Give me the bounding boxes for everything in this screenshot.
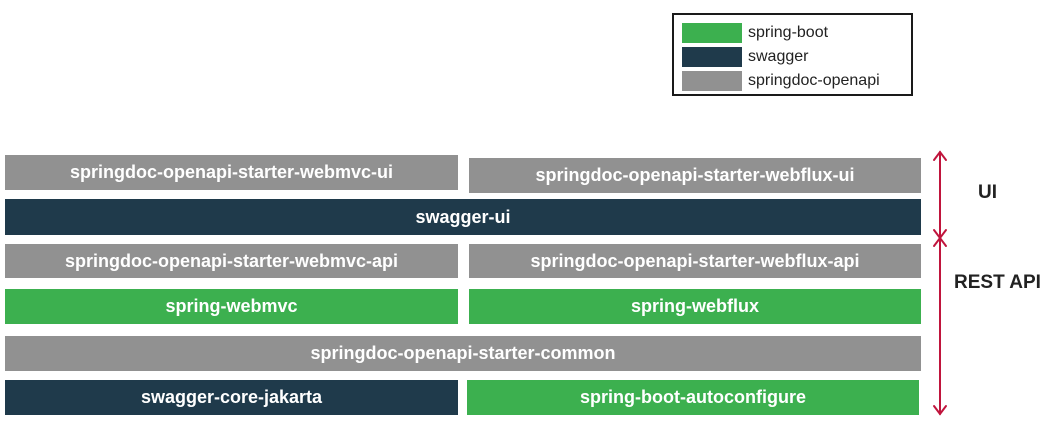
block-webflux-ui: springdoc-openapi-starter-webflux-ui	[469, 158, 921, 193]
block-spring-webflux: spring-webflux	[469, 289, 921, 324]
legend-item-spring-boot: spring-boot	[682, 23, 828, 43]
legend-swatch-swagger	[682, 47, 742, 67]
legend: spring-boot swagger springdoc-openapi	[672, 13, 913, 96]
rest-api-arrow-head-top	[933, 236, 947, 247]
block-webmvc-ui: springdoc-openapi-starter-webmvc-ui	[5, 155, 458, 190]
block-webflux-api: springdoc-openapi-starter-webflux-api	[469, 244, 921, 278]
legend-label-swagger: swagger	[748, 48, 809, 65]
block-swagger-ui: swagger-ui	[5, 199, 921, 235]
legend-item-springdoc-openapi: springdoc-openapi	[682, 71, 880, 91]
label-rest-api: REST API	[954, 272, 1041, 293]
rest-api-arrow-head-bottom	[933, 405, 947, 416]
layer-arrows	[933, 150, 947, 416]
block-swagger-core-jakarta: swagger-core-jakarta	[5, 380, 458, 415]
legend-label-springdoc-openapi: springdoc-openapi	[748, 72, 880, 89]
legend-label-spring-boot: spring-boot	[748, 24, 829, 41]
legend-swatch-spring-boot	[682, 23, 742, 43]
ui-arrow-head-top	[933, 150, 947, 161]
legend-swatch-springdoc-openapi	[682, 71, 742, 91]
block-webmvc-api: springdoc-openapi-starter-webmvc-api	[5, 244, 458, 278]
legend-item-swagger: swagger	[682, 47, 808, 67]
block-spring-webmvc: spring-webmvc	[5, 289, 458, 324]
label-ui: UI	[978, 182, 997, 203]
block-spring-boot-autoconfigure: spring-boot-autoconfigure	[467, 380, 919, 415]
block-common: springdoc-openapi-starter-common	[5, 336, 921, 371]
